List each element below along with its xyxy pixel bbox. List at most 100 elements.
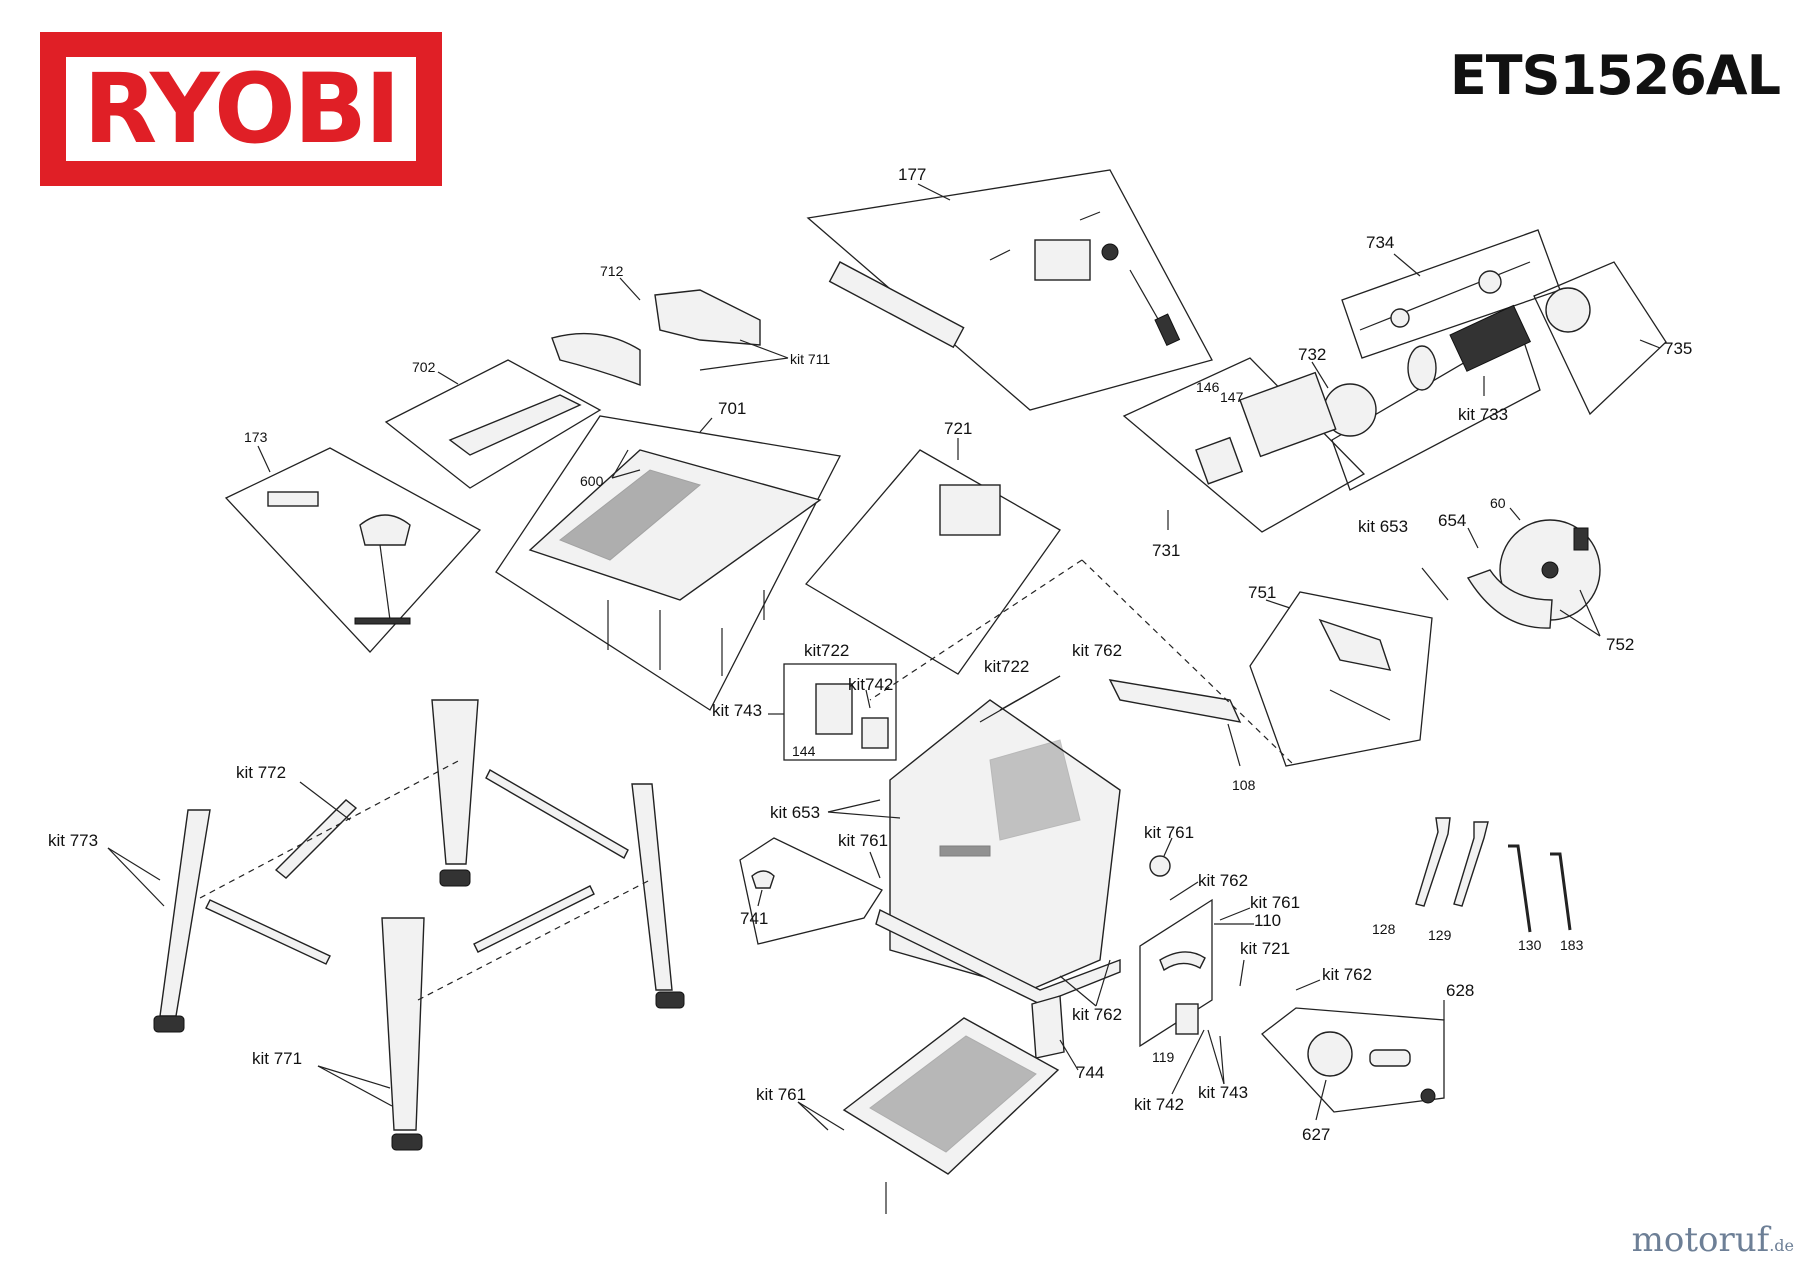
- leader-600-a: [611, 449, 629, 479]
- leader-600-b: [611, 469, 641, 479]
- leader-752-a: [1579, 589, 1601, 637]
- riving-knife: [654, 289, 761, 346]
- label-108: 108: [1232, 777, 1256, 793]
- armature: [1449, 304, 1532, 372]
- hex-key-130: [1508, 844, 1532, 933]
- hex-key-183: [1550, 852, 1572, 931]
- throat-plate: [448, 394, 582, 456]
- stand-rail-front-left: [205, 899, 331, 965]
- leader-kit762-d-a: [1059, 975, 1097, 1007]
- base-tray: [842, 1017, 1060, 1175]
- label-628: 628: [1446, 981, 1474, 1000]
- leader-kit761-a: [869, 851, 881, 879]
- label-119: 119: [1152, 1049, 1175, 1065]
- label-177: 177: [898, 165, 926, 184]
- miter-gauge-group: [224, 445, 482, 653]
- leader-kit711-b: [699, 357, 789, 371]
- leader-744: [1059, 1039, 1079, 1071]
- handwheel-group: [1261, 1000, 1445, 1121]
- spreader-group: [1108, 679, 1242, 767]
- label-kit711: kit 711: [790, 351, 830, 367]
- label-kit722-a: kit722: [804, 641, 849, 660]
- stand-foot-front: [391, 1133, 423, 1151]
- leader-kit761-d-b: [797, 1101, 845, 1131]
- fence-screw-2: [989, 249, 1011, 261]
- shaft-bearing-2: [1478, 270, 1502, 294]
- leader-kit772: [299, 781, 351, 821]
- leader-kit773-b: [107, 847, 165, 907]
- label-kit653-top: kit 653: [1358, 517, 1408, 536]
- leader-kit742-b: [1171, 1029, 1205, 1095]
- label-128: 128: [1372, 921, 1396, 937]
- label-129: 129: [1428, 927, 1452, 943]
- bevel-handle: [751, 870, 775, 889]
- leader-702: [437, 371, 459, 385]
- leader-kit762-d-b: [1095, 959, 1111, 1007]
- side-cover-outline: [1139, 898, 1213, 1048]
- leader-732: [1311, 361, 1329, 389]
- base-rim: [875, 908, 1121, 1005]
- label-183: 183: [1560, 937, 1584, 953]
- bevel-mechanism-outline: [1249, 591, 1433, 767]
- base-housing-opening: [989, 739, 1081, 841]
- label-kit742-a: kit742: [848, 675, 893, 694]
- label-kit721: kit 721: [1240, 939, 1290, 958]
- label-kit743-a: kit 743: [712, 701, 762, 720]
- spring-653: [1421, 567, 1449, 601]
- leader-kit743-b-b: [1219, 1035, 1225, 1085]
- motor-housing-outline: [1122, 357, 1366, 533]
- stand-rail-back-right: [485, 769, 629, 859]
- stand-dash-2: [417, 879, 651, 1001]
- label-kit761-a: kit 761: [838, 831, 888, 850]
- brand-logo-plate: RYOBI: [66, 57, 416, 161]
- label-kit653-b: kit 653: [770, 803, 820, 822]
- leader-kit761-d-a: [797, 1101, 829, 1131]
- label-kit733: kit 733: [1458, 405, 1508, 424]
- leader-kit773-a: [107, 847, 161, 881]
- stand-rail-front-right: [473, 885, 595, 953]
- fence-assembly-group: [806, 169, 1213, 411]
- label-147: 147: [1220, 389, 1244, 405]
- stand-foot-right: [655, 991, 685, 1009]
- label-kit762-d: kit 762: [1072, 1005, 1122, 1024]
- stand-leg-front: [381, 917, 425, 1131]
- blade-guard-shell: [551, 332, 641, 387]
- table-top: [528, 449, 822, 601]
- switch-box-outline: [783, 663, 897, 761]
- label-144: 144: [792, 743, 816, 759]
- leader-kit653-b-b: [827, 811, 901, 819]
- label-712: 712: [600, 263, 624, 279]
- stand-leg-back: [431, 699, 479, 865]
- table-top-group: [495, 415, 841, 711]
- switch-paddle: [861, 717, 889, 749]
- trunnion-group: [805, 438, 1061, 675]
- leader-kit653-b-a: [827, 799, 881, 813]
- leader-kit742-a: [865, 689, 871, 709]
- label-kit771: kit 771: [252, 1049, 302, 1068]
- armature-ring: [1407, 345, 1437, 391]
- label-kit772: kit 772: [236, 763, 286, 782]
- bevel-handle-group: [739, 799, 901, 945]
- leader-751: [1265, 599, 1291, 609]
- leader-741: [757, 889, 763, 907]
- switch-mount: [1175, 1003, 1199, 1035]
- label-60: 60: [1490, 495, 1506, 511]
- handwheel-outline: [1261, 1007, 1445, 1113]
- label-627: 627: [1302, 1125, 1330, 1144]
- bevel-rod: [1329, 689, 1391, 721]
- label-146: 146: [1196, 379, 1220, 395]
- label-732: 732: [1298, 345, 1326, 364]
- switch-box-group: [768, 663, 897, 761]
- label-kit722-b: kit722: [984, 657, 1029, 676]
- motor-mount-plate: [1195, 436, 1244, 485]
- alignment-dash-2: [869, 559, 1083, 701]
- stand-group: [107, 699, 685, 1151]
- trunnion-bracket: [939, 484, 1001, 536]
- motor-shaft: [1359, 261, 1531, 331]
- base-tray-grid: [869, 1035, 1037, 1153]
- label-130: 130: [1518, 937, 1542, 953]
- leader-752-b: [1559, 609, 1601, 637]
- miter-bar: [379, 544, 391, 621]
- fence-bracket: [1034, 239, 1091, 281]
